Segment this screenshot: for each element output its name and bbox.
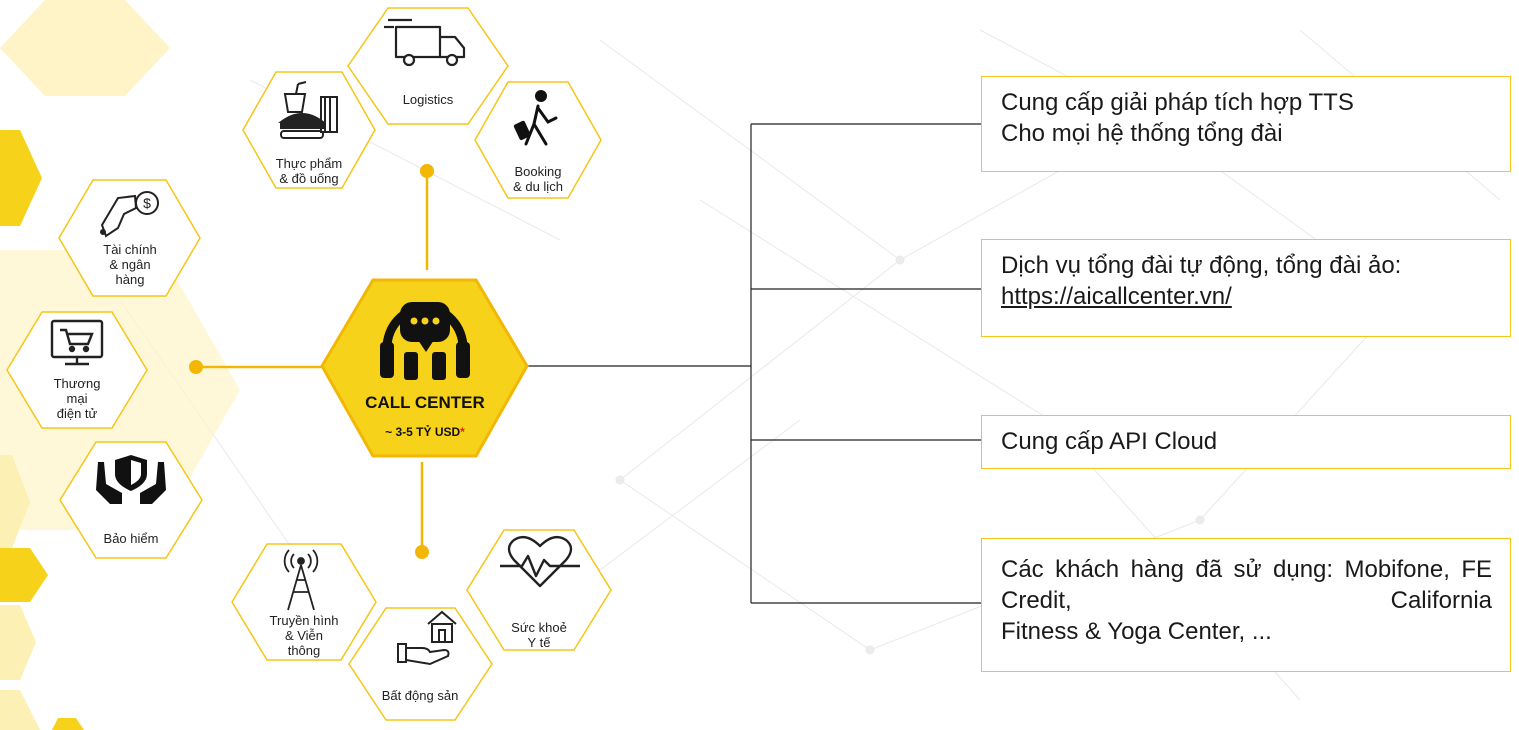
hex-realestate bbox=[348, 607, 493, 721]
service-tts-line2: Cho mọi hệ thống tổng đài bbox=[1001, 120, 1283, 147]
label-ecommerce: Thương mại điện tử bbox=[27, 376, 127, 421]
label-logistics: Logistics bbox=[402, 92, 454, 107]
center-subtitle-mark: * bbox=[460, 425, 465, 439]
svg-text:$: $ bbox=[143, 195, 151, 211]
label-telecom: Truyền hình & Viễn thông bbox=[254, 613, 354, 658]
service-box-virtual: Dịch vụ tổng đài tự động, tổng đài ảo: h… bbox=[981, 239, 1511, 337]
hex-booking bbox=[474, 81, 602, 199]
label-booking: Booking & du lịch bbox=[488, 164, 588, 194]
connectors bbox=[189, 164, 434, 559]
label-insurance: Bảo hiểm bbox=[103, 531, 159, 546]
center-title: CALL CENTER bbox=[365, 393, 485, 412]
service-api-text: Cung cấp API Cloud bbox=[1001, 428, 1218, 455]
traveler-luggage-icon bbox=[513, 90, 558, 146]
heart-pulse-icon bbox=[500, 535, 580, 588]
label-finance-line2: & ngân bbox=[109, 257, 151, 272]
label-food-line2: & đồ uống bbox=[279, 171, 339, 186]
connector-dot-bottom bbox=[415, 545, 429, 559]
label-ecommerce-line1: Thương bbox=[53, 376, 101, 391]
hex-health bbox=[466, 529, 612, 651]
label-booking-line2: & du lịch bbox=[513, 179, 563, 194]
aicallcenter-link[interactable]: https://aicallcenter.vn/ bbox=[1001, 283, 1232, 310]
headset-chat-icon bbox=[380, 302, 470, 380]
service-box-api: Cung cấp API Cloud bbox=[981, 415, 1511, 469]
connector-dot-left bbox=[189, 360, 203, 374]
service-customers-line1: Các khách hàng đã sử dụng: Mobifone, FE … bbox=[1001, 556, 1492, 614]
service-box-customers: Các khách hàng đã sử dụng: Mobifone, FE … bbox=[981, 538, 1511, 672]
label-telecom-line1: Truyền hình bbox=[269, 613, 339, 628]
hex-logistics bbox=[347, 7, 509, 125]
hex-ecommerce bbox=[6, 311, 148, 429]
hex-insurance bbox=[59, 441, 203, 559]
label-finance: Tài chính & ngân hàng bbox=[80, 242, 180, 287]
label-finance-line3: hàng bbox=[115, 272, 145, 287]
food-drink-icon bbox=[278, 81, 338, 139]
hand-house-icon bbox=[397, 610, 457, 666]
service-tts-line1: Cung cấp giải pháp tích hợp TTS bbox=[1001, 89, 1354, 116]
label-health: Sức khoẻ Y tế bbox=[489, 620, 589, 650]
label-ecommerce-line2: mại bbox=[66, 391, 88, 406]
service-customers-line2: Fitness & Yoga Center, ... bbox=[1001, 618, 1272, 645]
tree-lines bbox=[522, 123, 981, 604]
label-booking-line1: Booking bbox=[514, 164, 562, 179]
hex-finance bbox=[58, 179, 201, 297]
label-health-line2: Y tế bbox=[527, 635, 551, 650]
hex-telecom bbox=[231, 543, 377, 661]
label-food: Thực phẩm & đồ uống bbox=[259, 156, 359, 186]
center-hexagon bbox=[320, 278, 529, 458]
center-subtitle-text: ~ 3-5 TỶ USD bbox=[385, 425, 461, 439]
antenna-tower-icon bbox=[283, 549, 319, 611]
center-subtitle: ~ 3-5 TỶ USD* bbox=[330, 425, 520, 439]
label-realestate: Bất động sản bbox=[381, 688, 459, 703]
monitor-cart-icon bbox=[50, 319, 104, 366]
hands-shield-icon bbox=[96, 455, 166, 504]
hand-coin-icon: $ bbox=[100, 191, 159, 238]
label-health-line1: Sức khoẻ bbox=[511, 620, 567, 635]
label-finance-line1: Tài chính bbox=[103, 242, 157, 257]
label-food-line1: Thực phẩm bbox=[275, 156, 343, 171]
truck-icon bbox=[384, 18, 466, 67]
service-box-tts: Cung cấp giải pháp tích hợp TTS Cho mọi … bbox=[981, 76, 1511, 172]
connector-dot-top bbox=[420, 164, 434, 178]
label-telecom-line2: & Viễn bbox=[284, 628, 324, 643]
label-telecom-line3: thông bbox=[287, 643, 321, 658]
label-ecommerce-line3: điện tử bbox=[56, 406, 98, 421]
service-virtual-text: Dịch vụ tổng đài tự động, tổng đài ảo: bbox=[1001, 252, 1402, 279]
